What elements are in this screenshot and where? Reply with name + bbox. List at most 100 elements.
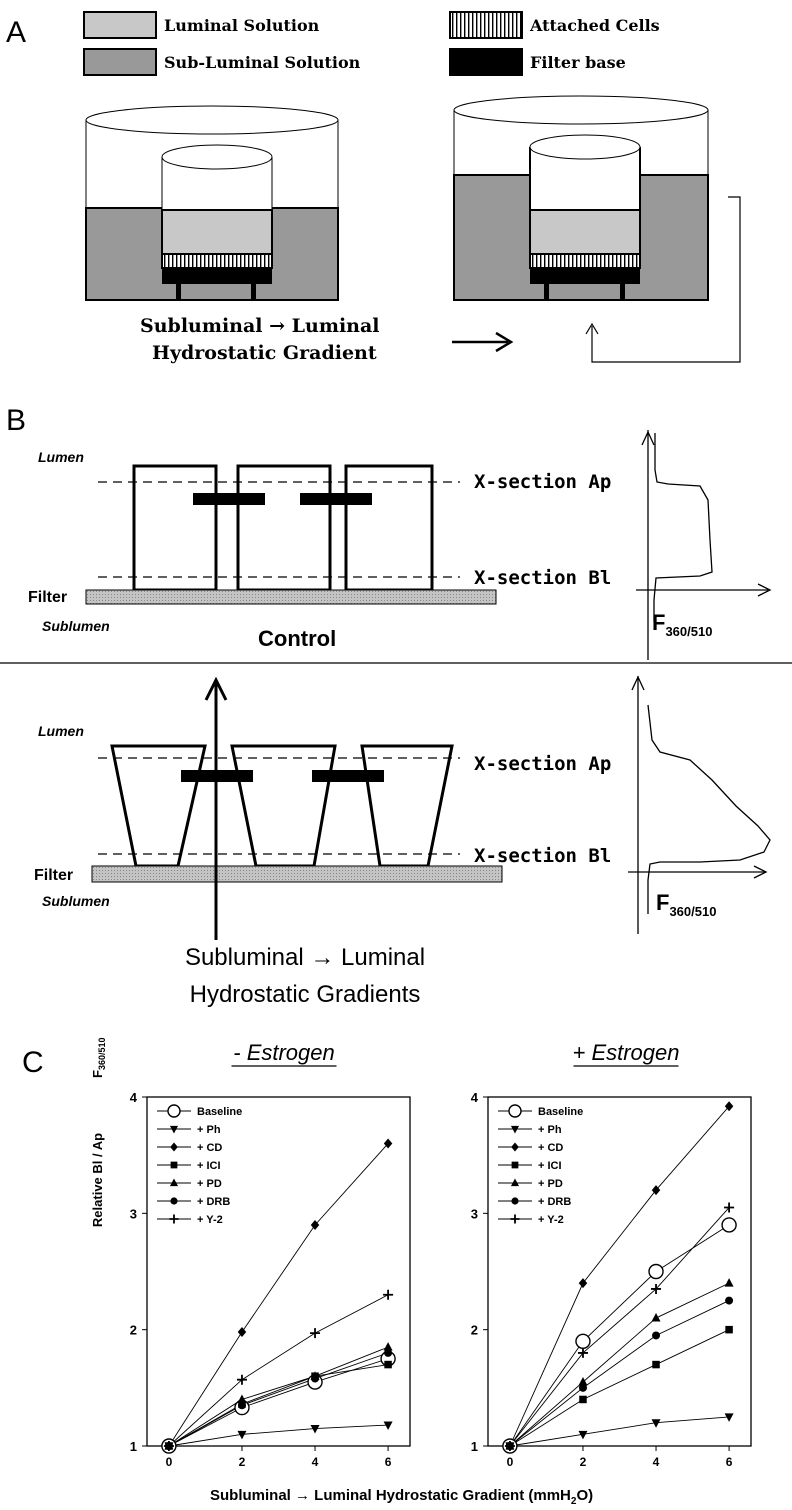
legend-marker: [511, 1197, 519, 1205]
x-tick-label: 4: [312, 1455, 319, 1469]
data-point: [651, 1185, 661, 1196]
profile-plot-gradient: F360/510: [628, 675, 771, 934]
chart-title: - Estrogen: [233, 1040, 335, 1065]
legend-marker: [510, 1178, 520, 1187]
legend-marker: [170, 1197, 178, 1205]
y-tick-label: 3: [130, 1206, 137, 1221]
series-line: [509, 1106, 730, 1447]
flow-bracket-arrow-icon: [585, 196, 741, 363]
filter-label-control: Filter: [28, 589, 67, 606]
x-tick-label: 0: [507, 1455, 514, 1469]
data-point: [651, 1283, 662, 1294]
legend-marker: [510, 1214, 520, 1224]
data-point: [384, 1348, 393, 1357]
cell-2-control: [236, 464, 332, 592]
xsection-bl-label-gradient: X-section Bl: [474, 845, 611, 867]
insert-right-filter: [530, 268, 640, 284]
well-right-rim: [453, 95, 709, 125]
legend-label: + PD: [197, 1178, 222, 1190]
y-axis-label-f: F360/510: [90, 1038, 107, 1079]
legend-label: + Y-2: [538, 1214, 564, 1226]
legend-a: Luminal Solution Sub-Luminal Solution At…: [83, 11, 660, 76]
legend-label: + ICI: [197, 1160, 221, 1172]
legend-label: + Y-2: [197, 1214, 223, 1226]
panel-c: C Relative Bl / Ap F360/510 Subluminal →…: [22, 1038, 752, 1507]
gradient-diagram: Lumen X-section Ap X-section Bl Filter S…: [34, 675, 771, 1008]
insert-left-filter: [162, 268, 272, 284]
legend-cells-label: Attached Cells: [529, 16, 660, 35]
y-tick-label: 4: [471, 1090, 479, 1105]
xsection-ap-label-control: X-section Ap: [474, 471, 611, 493]
vertical-flow-arrow-icon: [204, 676, 228, 940]
data-point: [237, 1394, 247, 1403]
data-point: [504, 1441, 515, 1451]
legend-label: + Ph: [197, 1124, 221, 1136]
data-point: [237, 1326, 247, 1337]
legend-marker: [510, 1125, 520, 1134]
data-point: [237, 1430, 247, 1440]
data-point: [651, 1419, 661, 1428]
data-point: [310, 1219, 320, 1230]
y-tick-label: 2: [130, 1323, 137, 1338]
series-line: [509, 1300, 730, 1447]
legend-marker: [169, 1214, 179, 1224]
well-left-rim: [85, 105, 339, 135]
x-axis-label: Subluminal → Luminal Hydrostatic Gradien…: [210, 1487, 593, 1507]
data-point: [578, 1430, 588, 1440]
legend-label: Baseline: [538, 1106, 583, 1118]
series-line: [168, 1294, 389, 1447]
legend-marker: [508, 1104, 522, 1118]
y-tick-label: 2: [471, 1323, 478, 1338]
data-point: [724, 1101, 734, 1112]
junction-1-control: [193, 493, 265, 505]
data-point: [311, 1374, 320, 1383]
cell-1-gradient: [110, 744, 207, 868]
data-point: [310, 1328, 321, 1339]
series-line: [509, 1282, 730, 1447]
series-line: [168, 1346, 389, 1447]
sublumen-label-gradient: Sublumen: [42, 893, 110, 909]
data-point: [383, 1289, 394, 1300]
lumen-label-control: Lumen: [38, 449, 84, 465]
legend-marker: [169, 1178, 179, 1187]
data-point: [652, 1331, 661, 1340]
insert-right-luminal: [529, 209, 641, 255]
data-point: [236, 1374, 247, 1385]
insert-right-cells: [529, 253, 641, 269]
legend-marker: [169, 1125, 179, 1134]
x-tick-label: 2: [239, 1455, 246, 1469]
filter-strip-gradient: [91, 865, 503, 883]
xsection-ap-label-gradient: X-section Ap: [474, 753, 611, 775]
profile-plot-control: F360/510: [636, 430, 772, 660]
sublumen-label-control: Sublumen: [42, 618, 110, 634]
y-tick-label: 1: [471, 1439, 478, 1454]
panel-b-caption-1: Subluminal → Luminal: [185, 944, 425, 971]
cell-2-gradient: [230, 744, 337, 868]
chart-title: + Estrogen: [572, 1040, 679, 1065]
data-point: [310, 1425, 320, 1434]
well-right: [453, 95, 709, 301]
panel-b-letter: B: [6, 404, 26, 437]
data-point: [725, 1296, 734, 1305]
data-point: [721, 1217, 737, 1233]
f-axis-label-gradient: F360/510: [656, 890, 716, 919]
plot-frame: [487, 1096, 752, 1447]
insert-right-rim: [529, 134, 641, 160]
data-point: [725, 1325, 733, 1334]
plot-frame: [146, 1096, 411, 1447]
lumen-label-gradient: Lumen: [38, 723, 84, 739]
data-point: [724, 1413, 734, 1422]
cell-3-gradient: [360, 744, 454, 868]
xsection-bl-label-control: X-section Bl: [474, 567, 611, 589]
data-point: [575, 1333, 591, 1350]
y-tick-label: 1: [130, 1439, 137, 1454]
series-line: [168, 1358, 389, 1447]
panel-a-caption-1: Subluminal → Luminal: [140, 315, 380, 337]
insert-left-luminal: [161, 209, 273, 255]
y-tick-label: 3: [471, 1206, 478, 1221]
cells-swatch: [449, 11, 523, 39]
well-left: [85, 105, 339, 301]
